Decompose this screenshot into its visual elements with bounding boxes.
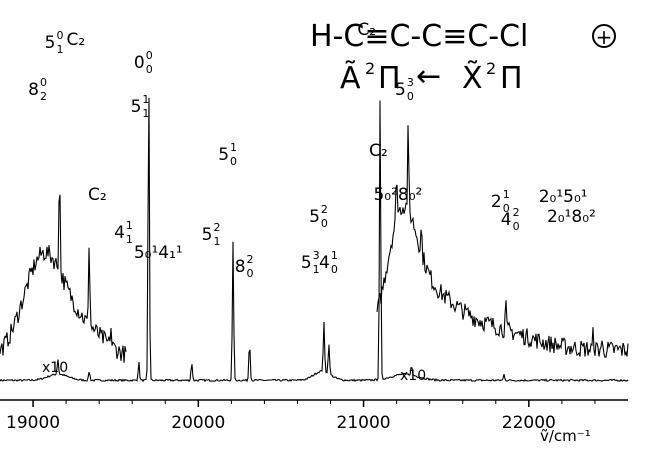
peak-label-17: 5₀²8₀² (373, 185, 422, 205)
peak-label-superscript: 1 (503, 188, 510, 201)
peak-label-text: C₂ (369, 141, 388, 161)
peak-label-superscript: 2 (513, 206, 520, 219)
peak-label-subscript: 0 (407, 90, 414, 103)
peak-label-superscript: 2 (213, 221, 220, 234)
peak-label-text: 2₀¹5₀¹ (539, 187, 588, 207)
peak-label-text: C₂ (357, 20, 376, 40)
upper-state-letter: Ã (340, 60, 361, 96)
peak-label-superscript: 3 (313, 249, 320, 262)
lower-state-multiplicity: 2 (486, 59, 496, 78)
x-tick-label-19000: 19000 (6, 413, 60, 433)
peak-label-subscript: 1 (142, 107, 149, 120)
peak-label-text: 5 (202, 225, 213, 245)
peak-label-superscript: 1 (230, 141, 237, 154)
peak-label-text: 5 (301, 253, 312, 273)
upper-state-multiplicity: 2 (365, 59, 375, 78)
peak-label-subscript: 0 (321, 217, 328, 230)
scale-label-left: x10 (42, 360, 68, 376)
x-axis: 19000 20000 21000 22000 ṽ/cm⁻¹ (0, 399, 628, 445)
peak-label-subscript: 0 (247, 267, 254, 280)
peak-label-text: C₂ (67, 30, 86, 50)
lower-state-symbol: Π (500, 61, 523, 96)
peak-label-superscript: 3 (407, 76, 414, 89)
x-tick-label-21000: 21000 (337, 413, 391, 433)
peak-label-superscript: 1 (331, 249, 338, 262)
transition-label: Ã 2 Π ← X̃ 2 Π (340, 59, 523, 96)
molecule-formula: H-C≡C-C≡C-Cl (310, 19, 528, 54)
plot-area (0, 97, 629, 383)
peak-label-subscript: 1 (126, 233, 133, 246)
peak-label-superscript: 0 (146, 49, 153, 62)
peak-label-2: C₂ (67, 30, 86, 50)
peak-label-text: 4 (501, 210, 512, 230)
scale-label-right: x10 (400, 368, 426, 384)
x-tick-label-22000: 22000 (502, 413, 556, 433)
peak-label-subscript: 0 (503, 202, 510, 215)
x-tick-label-20000: 20000 (171, 413, 225, 433)
peak-label-20: 2₀¹5₀¹ (539, 187, 588, 207)
chart-title: H-C≡C-C≡C-Cl + Ã 2 Π ← X̃ 2 Π (310, 19, 616, 96)
peak-label-subscript: 1 (213, 235, 220, 248)
peak-label-superscript: 2 (321, 203, 328, 216)
peak-label-subscript: 2 (40, 90, 47, 103)
peak-label-text: 4 (319, 253, 330, 273)
upper-spectrum-trace-left (0, 194, 127, 363)
charge-sign: + (596, 25, 613, 49)
peak-label-text: 5 (218, 145, 229, 165)
peak-label-superscript: 1 (142, 93, 149, 106)
peak-label-5: C₂ (88, 185, 107, 205)
peak-label-superscript: 2 (247, 253, 254, 266)
peak-label-subscript: 0 (230, 155, 237, 168)
peak-label-text: 8 (28, 80, 39, 100)
peak-label-14: C₂ (357, 20, 376, 40)
peak-label-text: 5 (395, 80, 406, 100)
x-axis-label: ṽ/cm⁻¹ (540, 427, 591, 445)
peak-label-subscript: 0 (146, 63, 153, 76)
peak-label-subscript: 1 (313, 263, 320, 276)
peak-label-text: 2₀¹8₀² (547, 207, 596, 227)
peak-label-subscript: 0 (513, 220, 520, 233)
lower-state-letter: X̃ (462, 61, 483, 96)
peak-label-text: 5 (45, 33, 56, 53)
transition-arrow: ← (416, 59, 441, 94)
peak-label-subscript: 1 (56, 43, 63, 56)
peak-label-text: C₂ (88, 185, 107, 205)
peak-label-text: 5₀¹4₁¹ (134, 243, 183, 263)
peak-label-text: 2 (491, 192, 502, 212)
peak-label-21: 2₀¹8₀² (547, 207, 596, 227)
peak-label-text: 8 (235, 257, 246, 277)
peak-label-subscript: 0 (331, 263, 338, 276)
peak-label-text: 5 (309, 207, 320, 227)
upper-spectrum-trace-right (376, 125, 629, 358)
peak-label-superscript: 0 (40, 76, 47, 89)
peak-label-text: 0 (134, 53, 145, 73)
peak-label-7: 5₀¹4₁¹ (134, 243, 183, 263)
peak-label-15: C₂ (369, 141, 388, 161)
peak-label-text: 5 (131, 97, 142, 117)
cation-charge-symbol: + (592, 24, 616, 49)
peak-label-text: 5₀²8₀² (373, 185, 422, 205)
peak-label-superscript: 0 (56, 29, 63, 42)
peak-label-superscript: 1 (126, 219, 133, 232)
lower-spectrum-trace (0, 97, 629, 383)
peak-label-text: 4 (114, 223, 125, 243)
upper-state-symbol: Π (378, 61, 401, 96)
